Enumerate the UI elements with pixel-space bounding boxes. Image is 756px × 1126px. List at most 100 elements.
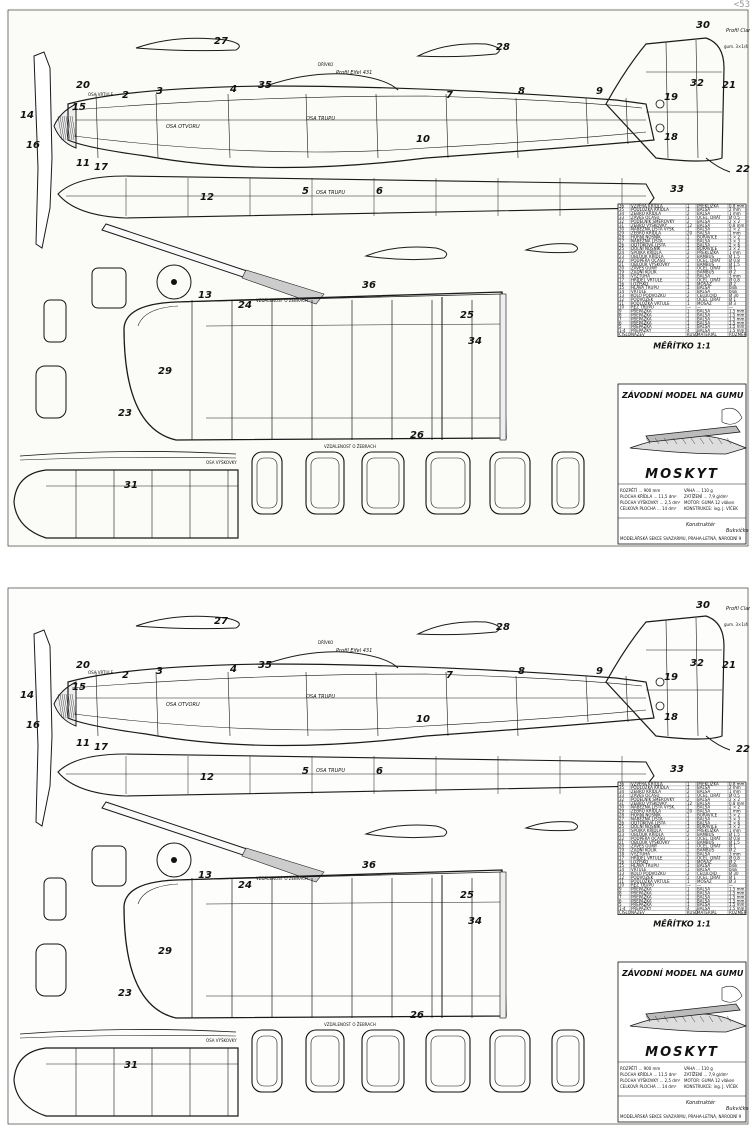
part-number-label: 15: [72, 102, 86, 113]
parts-table-cell: BALSA: [697, 891, 710, 896]
parts-table-cell: 23: [619, 832, 625, 837]
former-outline: [489, 1029, 531, 1093]
part-number-label: 35: [258, 80, 272, 91]
part-number-label: 16: [26, 140, 40, 151]
parts-table-header: NÁZEV: [631, 332, 645, 337]
profile-clark-label: Profil Clark Y: [726, 606, 750, 612]
parts-table-cell: MOSAZ: [697, 879, 712, 884]
scale-label: MĚŘÍTKO 1:1: [653, 918, 711, 929]
part-number-label: 24: [238, 300, 252, 311]
parts-table-cell: OCEL. DRÁT: [697, 844, 721, 849]
wing-seat-outline: [265, 651, 399, 669]
parts-table-cell: 12: [687, 801, 693, 806]
parts-table-cell: Ø 0,8: [729, 258, 740, 263]
nose-hatch: [63, 115, 69, 141]
parts-table-cell: 1: [687, 207, 690, 212]
stab-axis-label: OSA VÝŠKOVKY: [206, 1038, 237, 1043]
parts-table-cell: SPOJKA KŘÍDLA: [631, 250, 662, 255]
fuselage-bulkhead-line: [585, 97, 589, 145]
parts-table-cell: 1 mm: [729, 789, 741, 794]
parts-table-cell: KOLO PODVOZKU: [631, 293, 666, 298]
parts-table-cell: 3 × 2: [729, 235, 740, 240]
parts-table-cell: 2: [687, 219, 690, 224]
parts-table-cell: BALSA: [697, 789, 710, 794]
nose-hatch: [57, 693, 63, 719]
rear-peg-circle: [655, 99, 665, 109]
part-number-label: 22: [736, 164, 750, 175]
part-number-label: 14: [20, 110, 34, 121]
parts-table-cell: 13: [619, 293, 625, 298]
parts-table-cell: 28: [619, 813, 625, 818]
parts-table-cell: Ø 2: [729, 848, 736, 853]
parts-table-cell: 8: [619, 313, 622, 318]
fuselage-longeron-top: [71, 95, 643, 111]
parts-table-cell: 1,5 mm: [729, 324, 745, 329]
parts-table-cell: 1,5 mm: [729, 898, 745, 903]
fuselage-axis-label: OSA TRUPU: [306, 694, 335, 700]
propeller-axis-label: OSA OTVORU: [166, 702, 200, 708]
parts-table-cell: PODPĚRA OCASU: [631, 836, 665, 841]
parts-table-cell: Ø 1: [729, 266, 736, 271]
parts-table-cell: 32: [619, 219, 625, 224]
parts-table-cell: PODÉLNÍK SMĚROVKY: [631, 797, 675, 802]
parts-table-cell: ZÁVĚS GUMY: [631, 844, 658, 849]
parts-table-cell: PŘEKLIŽKA: [697, 203, 719, 208]
parts-table-cell: BAMBUS: [697, 262, 715, 267]
parts-table-cell: 7: [619, 316, 622, 321]
part-number-label: 30: [696, 600, 710, 611]
parts-table-cell: 35: [619, 785, 625, 790]
parts-table-cell: MOSAZ: [697, 859, 712, 864]
parts-table-cell: BALSA: [697, 223, 710, 228]
part-number-label: 22: [736, 744, 750, 755]
parts-table-cell: 16: [619, 281, 625, 286]
part-number-label: 5: [302, 186, 309, 197]
fuselage-bulkhead-line: [445, 671, 449, 737]
parts-table-cell: 11: [619, 879, 625, 884]
parts-table-cell: 3 × 2: [729, 813, 740, 818]
parts-table-cell: 1: [687, 859, 690, 864]
parts-table-cell: 2: [687, 797, 690, 802]
part-number-label: 18: [664, 132, 678, 143]
parts-table-cell: 3 × 3: [729, 238, 740, 243]
stab-profile-bottom: [19, 1035, 237, 1039]
wing-spar-top: [205, 901, 503, 905]
former-outline: [305, 451, 345, 515]
parts-table-cell: HLAVA TRUPU: [631, 285, 659, 290]
parts-table-cell: BALSA: [697, 902, 710, 907]
fuselage-bulkhead-line: [375, 93, 379, 159]
parts-table-cell: blok: [729, 867, 738, 872]
parts-table-cell: HORNÍ NOSNÍK: [631, 235, 661, 240]
parts-table-cell: 2 × 2: [729, 227, 740, 232]
model-sketch-hatch: [663, 437, 669, 445]
former-inner: [310, 1035, 340, 1087]
parts-table-cell: 1,5 mm: [729, 894, 745, 899]
former-outline: [251, 451, 283, 515]
parts-table-cell: BALSA: [697, 320, 710, 325]
nose-hatch: [59, 693, 65, 719]
parts-table-cell: OCEL. DRÁT: [697, 277, 721, 282]
model-name-title: MOSKYT: [645, 467, 719, 482]
parts-table-cell: ŘEZ TRUPU: [631, 883, 654, 888]
stab-profile-top: [19, 1029, 237, 1035]
parts-table-cell: 5: [619, 902, 622, 907]
parts-table-cell: 1: [687, 301, 690, 306]
parts-table-cell: BALSA: [697, 852, 710, 857]
parts-table-cell: 1: [687, 238, 690, 243]
parts-table-cell: 2: [687, 871, 690, 876]
parts-table-cell: 2: [687, 293, 690, 298]
title-block-footer: MODELÁŘSKÁ SEKCE SVAZARMU, PRAHA-LETNÁ, …: [620, 536, 742, 541]
part-number-label: 14: [20, 690, 34, 701]
wing-leading-edge: [175, 871, 503, 881]
stabilizer-outline: [13, 469, 239, 539]
designer-label: Konstruktér: [686, 1099, 716, 1106]
parts-table-cell: 12: [687, 223, 693, 228]
parts-table-cell: blok: [729, 289, 738, 294]
parts-table-cell: Ø 1,5: [729, 262, 740, 267]
parts-table-cell: 1 mm: [729, 231, 741, 236]
parts-table-cell: CELULOID: [697, 293, 717, 298]
part-number-label: 6: [376, 186, 383, 197]
part-number-label: 10: [416, 714, 430, 725]
parts-table-cell: BAMBUS: [697, 848, 715, 853]
parts-table-cell: 1: [687, 309, 690, 314]
rear-peg-circle: [655, 701, 665, 711]
